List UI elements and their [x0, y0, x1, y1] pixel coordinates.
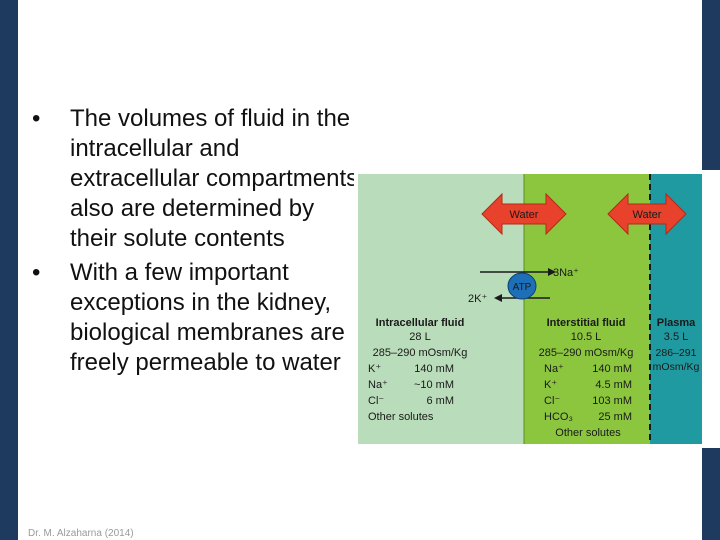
- intracellular-volume: 28 L: [409, 331, 430, 343]
- plasma-osm-line2: mOsm/Kg: [653, 361, 700, 373]
- k-arrowhead: [494, 294, 502, 302]
- intracellular-ion: K⁺: [368, 363, 381, 375]
- interstitial-ion: HCO₃: [544, 411, 573, 423]
- atp-pump-icon: [507, 272, 537, 300]
- intracellular-ion: Na⁺: [368, 379, 388, 391]
- intracellular-value: 6 mM: [427, 395, 455, 407]
- intracellular-ion: Cl⁻: [368, 395, 384, 407]
- interstitial-osm: 285–290 mOsm/Kg: [539, 347, 634, 359]
- water-label-right: Water: [633, 209, 662, 221]
- bullet-marker: •: [32, 259, 41, 286]
- na-arrowhead: [548, 268, 556, 276]
- fluid-compartments-diagram: Water Water 3Na⁺ 2K⁺ ATP Intracellular f…: [354, 170, 720, 448]
- left-edge-bar: [0, 0, 18, 540]
- interstitial-other: Other solutes: [555, 427, 621, 439]
- footer-credit: Dr. M. Alzaharna (2014): [28, 528, 134, 539]
- bullet-item-2: • With a few important exceptions in the…: [30, 258, 360, 378]
- water-arrow-right: [607, 192, 687, 236]
- plasma-title: Plasma: [657, 317, 696, 329]
- bullet-item-1: • The volumes of fluid in the intracellu…: [30, 104, 360, 254]
- intracellular-other: Other solutes: [368, 411, 434, 423]
- intracellular-osm: 285–290 mOsm/Kg: [373, 347, 468, 359]
- intracellular-value: 140 mM: [414, 363, 454, 375]
- interstitial-value: 103 mM: [592, 395, 632, 407]
- bullet-text-1: The volumes of fluid in the intracellula…: [70, 105, 359, 252]
- pump-out-label: 3Na⁺: [553, 267, 579, 279]
- interstitial-ion: Na⁺: [544, 363, 564, 375]
- interstitial-value: 25 mM: [598, 411, 632, 423]
- intracellular-title: Intracellular fluid: [376, 317, 465, 329]
- plasma-osm-line1: 286–291: [656, 347, 697, 359]
- bullet-marker: •: [32, 105, 41, 132]
- interstitial-ion: Cl⁻: [544, 395, 560, 407]
- page-number: 4: [705, 520, 711, 531]
- plasma-volume: 3.5 L: [664, 331, 688, 343]
- bullet-list: • The volumes of fluid in the intracellu…: [30, 104, 360, 382]
- water-label-left: Water: [510, 209, 539, 221]
- interstitial-title: Interstitial fluid: [547, 317, 626, 329]
- atp-label: ATP: [513, 282, 532, 293]
- interstitial-value: 140 mM: [592, 363, 632, 375]
- interstitial-volume: 10.5 L: [571, 331, 602, 343]
- bullet-text-2: With a few important exceptions in the k…: [70, 259, 345, 376]
- water-arrow-left: [481, 192, 567, 236]
- intracellular-value: ~10 mM: [414, 379, 454, 391]
- pump-in-label: 2K⁺: [468, 293, 487, 305]
- interstitial-ion: K⁺: [544, 379, 557, 391]
- interstitial-value: 4.5 mM: [595, 379, 632, 391]
